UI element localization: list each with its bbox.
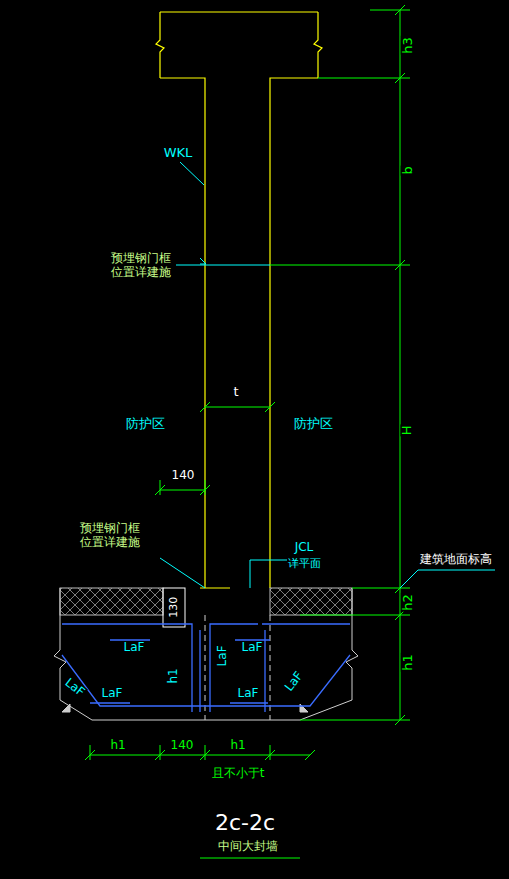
drawing-label: WKL xyxy=(163,146,194,161)
section-title: 2c-2c xyxy=(214,810,276,835)
concrete-outline xyxy=(156,12,322,588)
section-caption: 中间大封墙 xyxy=(217,840,279,854)
drawing-label: 且不小于t xyxy=(211,767,266,781)
drawing-label: 130 xyxy=(168,595,181,618)
drawing-label: 防护区 xyxy=(293,417,334,432)
drawing-label: LaF xyxy=(61,675,88,700)
drawing-label: t xyxy=(232,385,239,400)
drawing-label: h1 xyxy=(229,739,246,753)
drawing-label: h1 xyxy=(401,653,416,672)
leader-lines xyxy=(160,162,495,588)
drawing-label: LaF xyxy=(123,641,146,655)
foundation-outline xyxy=(54,588,358,720)
drawing-label: h1 xyxy=(167,667,181,684)
drawing-label: LaF xyxy=(101,687,124,701)
drawing-label: H xyxy=(401,424,416,436)
drawing-label: 防护区 xyxy=(125,417,166,432)
drawing-label: LaF xyxy=(281,669,306,696)
drawing-label: 详平面 xyxy=(287,558,322,571)
drawing-label: LaF xyxy=(215,645,229,668)
drawing-label: b xyxy=(401,165,416,175)
drawing-label: LaF xyxy=(241,641,264,655)
floor-finish xyxy=(60,588,163,615)
drawing-label: h1 xyxy=(109,739,126,753)
drawing-label: h2 xyxy=(401,593,416,612)
drawing-label: 140 xyxy=(170,739,195,753)
drawing-label: h3 xyxy=(401,36,416,55)
drawing-label: JCL xyxy=(294,541,315,555)
dimension-lines xyxy=(85,5,410,858)
drawing-label: 140 xyxy=(171,469,196,483)
door-frame-box xyxy=(163,588,185,627)
floor-finish xyxy=(270,588,352,615)
drawing-label: 预埋钢门框 位置详建施 xyxy=(79,522,145,550)
rebar xyxy=(62,624,350,712)
drawing-label: LaF xyxy=(237,687,260,701)
drawing-label: 建筑地面标高 xyxy=(419,553,493,567)
drawing-label: 预埋钢门框 位置详建施 xyxy=(110,252,176,280)
